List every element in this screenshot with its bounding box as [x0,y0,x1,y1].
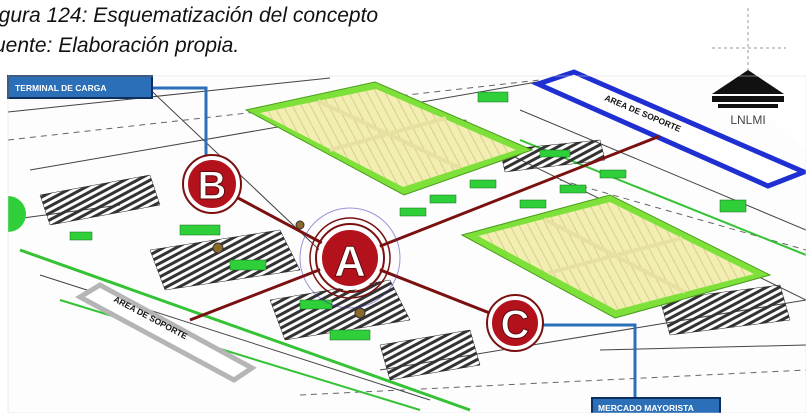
node-c-letter: C [501,303,530,347]
support-area-bottom-outline [74,282,257,383]
field-block-east [460,194,772,319]
north-arrow-icon: LNLMI [712,8,786,127]
node-a-letter: A [334,237,366,286]
callout-leaders [150,86,637,400]
logo-text: LNLMI [730,113,765,127]
figure-caption-source: uente: Elaboración propia. [0,34,240,57]
node-c: C [486,294,544,352]
node-a: A [299,207,401,309]
terminal-carga-label: TERMINAL DE CARGA [15,83,106,93]
mercado-mayorista-label: MERCADO MAYORISTA [598,403,694,413]
field-block-north [244,81,534,196]
node-b-letter: B [198,164,227,208]
mercado-mayorista-callout: MERCADO MAYORISTA [591,397,721,413]
node-b: B [182,154,242,214]
figure-caption-title: igura 124: Esquematización del concepto [0,4,379,27]
terminal-carga-callout: TERMINAL DE CARGA [7,75,153,99]
